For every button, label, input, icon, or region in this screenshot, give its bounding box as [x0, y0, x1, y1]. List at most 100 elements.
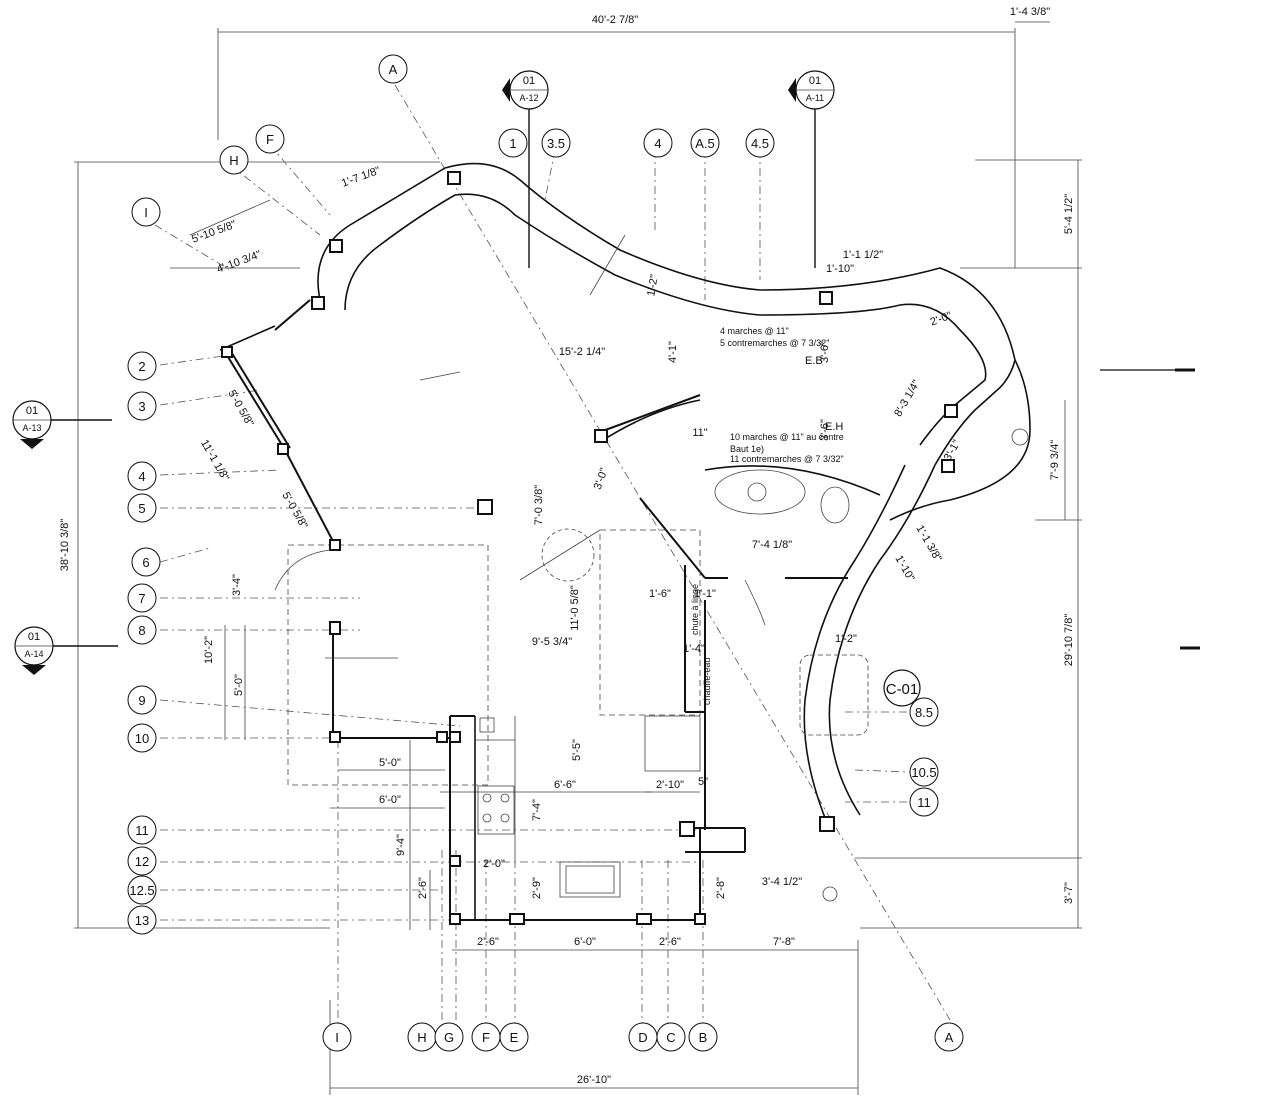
grid-bubble[interactable]: B — [688, 1022, 718, 1052]
dim-overall-left: 38'-10 3/8" — [59, 519, 71, 572]
svg-text:11: 11 — [917, 795, 931, 810]
svg-text:5: 5 — [138, 501, 145, 516]
svg-text:7'-9 3/4": 7'-9 3/4" — [1049, 440, 1061, 480]
stair-note: Baut 1e) — [730, 444, 764, 454]
svg-text:A.5: A.5 — [695, 136, 715, 151]
grid-bubble[interactable]: 13 — [127, 905, 157, 935]
svg-text:10'-2": 10'-2" — [203, 636, 215, 664]
grid-bubble-c01[interactable]: C-01 — [883, 669, 921, 707]
grid-bubble[interactable]: H — [407, 1022, 437, 1052]
grid-bubble[interactable]: 3 — [127, 391, 157, 421]
svg-text:5": 5" — [698, 776, 708, 788]
section-marker-a11[interactable]: 01 A-11 — [788, 70, 835, 268]
grid-bubble[interactable]: 8 — [127, 615, 157, 645]
grid-bubble[interactable]: A — [378, 54, 408, 84]
dim-corner: 1'-4 3/8" — [1010, 6, 1050, 18]
grid-bubbles-left: I H F 2 3 4 5 6 7 8 9 10 11 12 12.5 13 — [127, 124, 285, 935]
grid-bubble[interactable]: 8.5 — [909, 697, 939, 727]
grid-bubble[interactable]: 6 — [131, 547, 161, 577]
svg-text:1'-10": 1'-10" — [892, 553, 916, 583]
grid-bubble[interactable]: 10 — [127, 723, 157, 753]
svg-text:1'-1": 1'-1" — [694, 588, 716, 600]
grid-bubble[interactable]: E — [499, 1022, 529, 1052]
section-number: 01 — [28, 631, 40, 643]
grid-bubble[interactable]: C — [656, 1022, 686, 1052]
grid-bubble[interactable]: 11 — [909, 787, 939, 817]
dimension-text: 40'-2 7/8" 1'-4 3/8" 38'-10 3/8" 5'-4 1/… — [59, 6, 1075, 1086]
grid-bubble[interactable]: 1 — [498, 128, 528, 158]
svg-text:7'-0 3/8": 7'-0 3/8" — [533, 485, 545, 525]
svg-text:F: F — [482, 1030, 490, 1045]
grid-bubble[interactable]: 9 — [127, 685, 157, 715]
grid-bubbles-top: A 1 3.5 4 A.5 4.5 — [378, 54, 775, 158]
stair-note: 5 contremarches @ 7 3/32" — [720, 338, 829, 348]
grid-bubble[interactable]: 4.5 — [745, 128, 775, 158]
svg-text:12: 12 — [135, 854, 149, 869]
svg-text:A: A — [389, 62, 398, 77]
svg-text:3'-7": 3'-7" — [1063, 882, 1075, 904]
svg-text:5'-4 1/2": 5'-4 1/2" — [1063, 194, 1075, 234]
interior-walls — [219, 171, 1029, 925]
grid-bubble[interactable]: 3.5 — [541, 128, 571, 158]
svg-text:9'-5 3/4": 9'-5 3/4" — [532, 636, 572, 648]
svg-text:D: D — [638, 1030, 647, 1045]
svg-text:G: G — [444, 1030, 454, 1045]
svg-text:2'-8": 2'-8" — [715, 877, 727, 899]
svg-text:I: I — [335, 1030, 339, 1045]
svg-text:10: 10 — [135, 731, 149, 746]
grid-lines — [154, 84, 951, 1025]
section-number: 01 — [523, 75, 535, 87]
grid-bubble[interactable]: I — [131, 197, 161, 227]
grid-bubble[interactable]: D — [628, 1022, 658, 1052]
grid-bubble[interactable]: I — [322, 1022, 352, 1052]
grid-bubble[interactable]: 11 — [127, 815, 157, 845]
grid-bubble[interactable]: 7 — [127, 583, 157, 613]
svg-text:2'-0": 2'-0" — [483, 858, 505, 870]
svg-text:5'-0 5/8": 5'-0 5/8" — [279, 490, 310, 531]
svg-text:6'-6": 6'-6" — [554, 779, 576, 791]
svg-text:2'-9": 2'-9" — [531, 877, 543, 899]
grid-bubble[interactable]: H — [219, 145, 249, 175]
svg-text:3'-6": 3'-6" — [819, 419, 831, 441]
grid-bubble[interactable]: 5 — [127, 493, 157, 523]
water-heater-label: chauffe-eau — [702, 658, 712, 705]
section-marker-a14[interactable]: 01 A-14 — [14, 626, 118, 675]
svg-text:1'-6": 1'-6" — [649, 588, 671, 600]
svg-text:4'-10 3/4": 4'-10 3/4" — [215, 249, 263, 276]
grid-bubble[interactable]: 12 — [127, 846, 157, 876]
svg-text:1'-2": 1'-2" — [645, 274, 661, 298]
svg-text:8'-3 1/4": 8'-3 1/4" — [892, 378, 923, 419]
grid-bubble[interactable]: G — [434, 1022, 464, 1052]
svg-text:4'-1": 4'-1" — [667, 341, 679, 363]
grid-bubble[interactable]: F — [471, 1022, 501, 1052]
section-marker-a13[interactable]: 01 A-13 — [12, 400, 112, 449]
svg-text:3'-4": 3'-4" — [231, 574, 243, 596]
svg-text:1'-4": 1'-4" — [683, 643, 705, 655]
svg-text:C: C — [666, 1030, 675, 1045]
svg-text:3: 3 — [138, 399, 145, 414]
svg-text:2'-0": 2'-0" — [929, 310, 954, 329]
section-number: 01 — [26, 405, 38, 417]
section-marker-a12[interactable]: 01 A-12 — [502, 70, 549, 268]
grid-bubble[interactable]: A.5 — [690, 128, 720, 158]
svg-text:5'-0": 5'-0" — [233, 674, 245, 696]
svg-text:1'-10": 1'-10" — [826, 263, 854, 275]
grid-bubble[interactable]: 12.5 — [127, 875, 157, 905]
grid-bubble[interactable]: 10.5 — [909, 757, 939, 787]
svg-text:12.5: 12.5 — [129, 883, 154, 898]
svg-text:3'-0": 3'-0" — [592, 467, 611, 492]
svg-text:13: 13 — [135, 913, 149, 928]
grid-bubble[interactable]: 2 — [127, 351, 157, 381]
svg-text:1: 1 — [509, 136, 516, 151]
section-sheet: A-12 — [519, 93, 538, 103]
grid-bubble[interactable]: A — [934, 1022, 964, 1052]
grid-bubble[interactable]: F — [255, 124, 285, 154]
grid-bubble[interactable]: 4 — [643, 128, 673, 158]
stair-note: 11 contremarches @ 7 3/32" — [730, 454, 844, 464]
exterior-wall-curved — [317, 162, 1031, 831]
svg-text:F: F — [266, 132, 274, 147]
svg-text:7'-4": 7'-4" — [531, 799, 543, 821]
grid-bubble[interactable]: 4 — [127, 461, 157, 491]
svg-text:2'-6": 2'-6" — [417, 877, 429, 899]
svg-text:11'-0 5/8": 11'-0 5/8" — [569, 585, 581, 631]
